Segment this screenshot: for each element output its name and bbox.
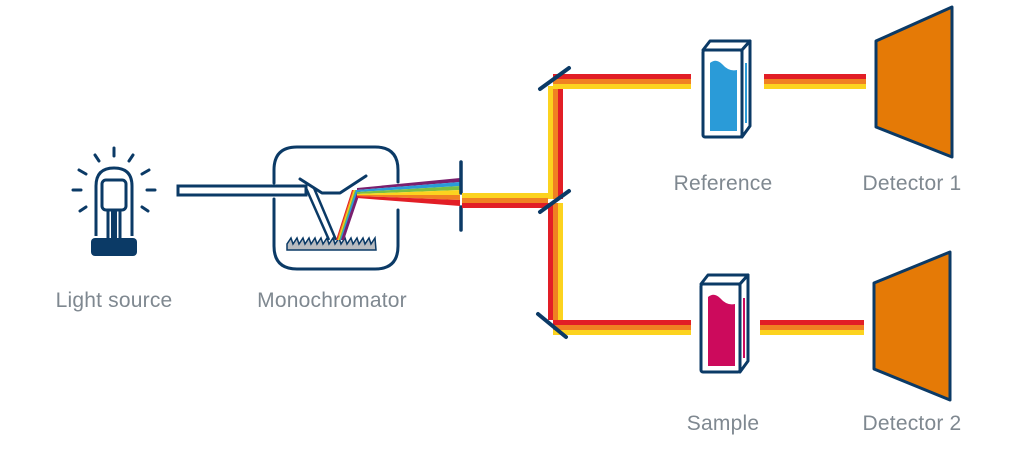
beam-splitter-icon — [538, 189, 571, 214]
mirrors — [536, 66, 571, 339]
bottom-mirror-icon — [536, 312, 568, 339]
diffraction-grating — [286, 235, 377, 251]
sample-label: Sample — [686, 412, 760, 435]
entrance-beam-tube — [176, 184, 308, 197]
detector-2-icon — [872, 250, 952, 402]
light-rays — [71, 146, 157, 213]
sample-cuvette-icon — [699, 273, 750, 374]
reference-cuvette-icon — [701, 39, 752, 139]
dispersed-spectrum — [357, 178, 460, 206]
monochromator-label: Monochromator — [257, 289, 407, 312]
detector-2-label: Detector 2 — [862, 412, 962, 435]
light-source-label: Light source — [55, 289, 173, 312]
detector-1-label: Detector 1 — [862, 172, 962, 195]
detector-1-icon — [874, 5, 954, 159]
monochromator-icon — [272, 145, 400, 271]
monochromatic-beam — [462, 74, 866, 335]
reference-label: Reference — [673, 172, 773, 195]
top-mirror-icon — [538, 66, 571, 91]
light-source-icon — [71, 146, 157, 256]
